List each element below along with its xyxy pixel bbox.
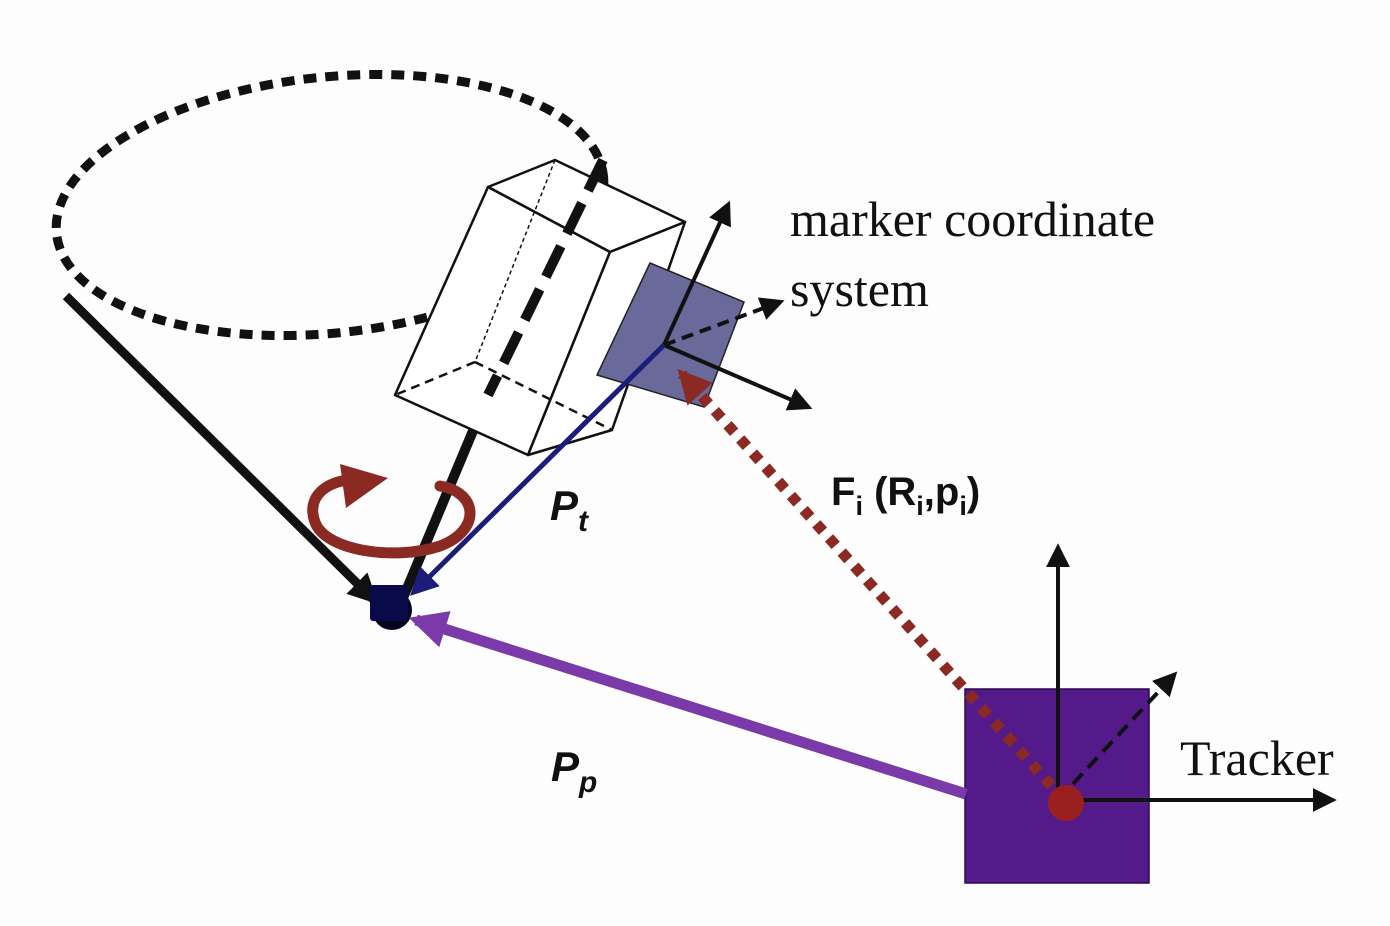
pt-label: Pt (550, 482, 590, 538)
rotation-arrow-icon (307, 464, 476, 559)
marker-label-line1: marker coordinate (790, 191, 1155, 247)
transform-label-comma: ,p (924, 470, 960, 514)
pp-vector-arrow (408, 611, 968, 800)
pt-vector-arrow (410, 343, 666, 596)
transform-label-close: ) (967, 470, 980, 514)
transform-label: Fi (Ri,pi) (831, 470, 980, 521)
tracker-label: Tracker (1180, 730, 1334, 786)
marker-axis-right (663, 343, 813, 411)
tracker-axis-depth (1056, 671, 1178, 802)
transform-label-r-sub: i (916, 491, 924, 521)
transform-dotted-arrow (677, 368, 1069, 804)
sweep-ellipse (51, 69, 609, 341)
pt-label-main: P (550, 482, 579, 529)
tool-axis-dashed (483, 157, 608, 398)
marker-axis-up (662, 200, 731, 346)
transform-label-sub: i (855, 491, 863, 521)
transform-label-p-sub: i (959, 491, 967, 521)
pivot-point-icon (370, 585, 412, 630)
pp-label-sub: p (578, 766, 597, 799)
transform-label-open: (R (863, 470, 916, 514)
tracker-origin-icon (1048, 785, 1084, 821)
transform-label-main: F (831, 470, 855, 514)
pt-label-sub: t (578, 505, 590, 538)
tool-sweep-arrow (62, 292, 379, 605)
marker-label-line2: system (790, 261, 929, 317)
pp-label: Pp (551, 743, 597, 799)
pp-label-main: P (551, 743, 580, 790)
marker-axis-depth (663, 297, 785, 347)
